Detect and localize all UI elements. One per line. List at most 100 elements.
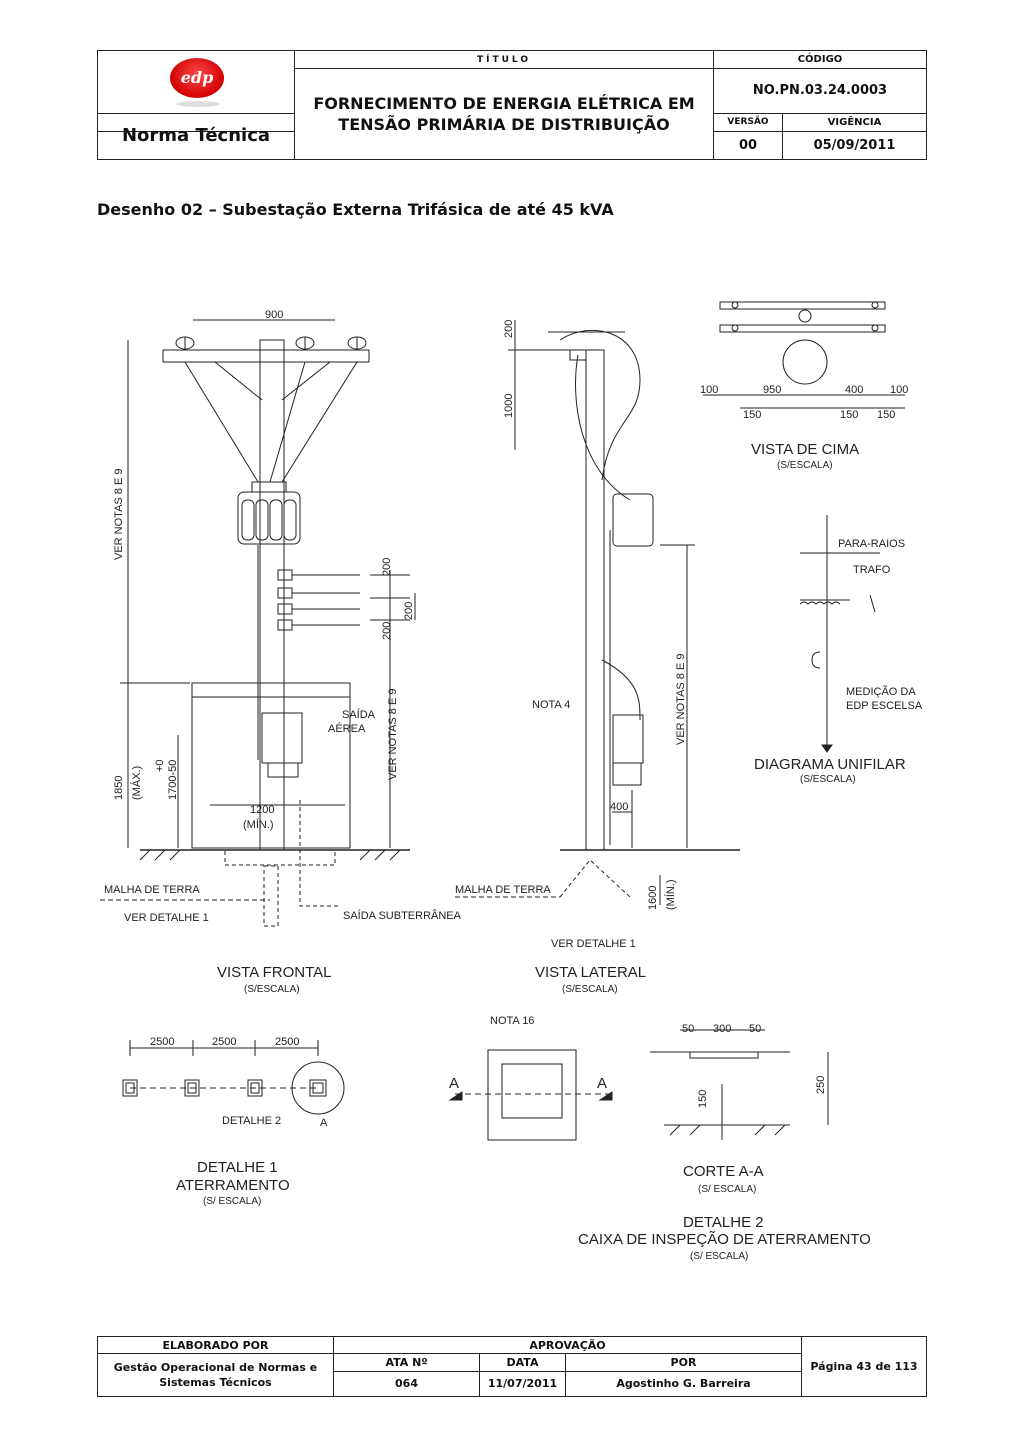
prepared-by-line-2: Sistemas Técnicos: [159, 1376, 272, 1390]
ver-notas-frontal-2: VER NOTAS 8 E 9: [387, 689, 399, 781]
date-value: 11/07/2011: [479, 1370, 566, 1398]
crossarm: [162, 349, 370, 363]
doc-type: Norma Técnica: [121, 125, 271, 146]
ata-value: 064: [333, 1370, 480, 1398]
top-dim-100-a: 100: [700, 384, 718, 396]
top-dim-400: 400: [845, 384, 863, 396]
dim-1000: 1000: [503, 394, 515, 418]
dim-200-a: 200: [381, 558, 393, 576]
logo-cell: edp Norma Técnica: [97, 50, 295, 146]
title-line-1: FORNECIMENTO DE ENERGIA ELÉTRICA EM: [313, 94, 695, 114]
document-header: edp Norma Técnica TÍTULO CÓDIGO FORNECIM…: [97, 49, 927, 161]
diagram-title: DIAGRAMA UNIFILAR: [754, 756, 906, 773]
version-value: 00: [713, 130, 783, 161]
dim-200-side: 200: [503, 320, 515, 338]
cut-a-left: A: [449, 1075, 459, 1092]
by-label: POR: [565, 1353, 802, 1372]
masonry-wall: [191, 682, 351, 849]
frontal-scale: (S/ESCALA): [244, 984, 300, 995]
ver-notas-frontal: VER NOTAS 8 E 9: [113, 469, 125, 561]
side-pole: [585, 349, 605, 851]
corte-scale: (S/ ESCALA): [698, 1184, 756, 1195]
by-value: Agostinho G. Barreira: [565, 1370, 802, 1398]
title-line-2: TENSÃO PRIMÁRIA DE DISTRIBUIÇÃO: [338, 115, 670, 135]
detalhe2-ref: DETALHE 2: [222, 1115, 281, 1127]
d1-a-label: A: [320, 1117, 328, 1129]
top-dim-950: 950: [763, 384, 781, 396]
top-dim-150-a: 150: [743, 409, 761, 421]
lateral-scale: (S/ESCALA): [562, 984, 618, 995]
medicao-1: MEDIÇÃO DA: [846, 685, 916, 698]
prepared-by-line-1: Gestão Operacional de Normas e: [113, 1361, 318, 1375]
dim-900: 900: [265, 309, 283, 321]
frontal-title: VISTA FRONTAL: [217, 964, 331, 981]
top-dim-150-c: 150: [877, 409, 895, 421]
corte-dim-50-b: 50: [749, 1023, 761, 1035]
top-title: VISTA DE CIMA: [751, 441, 859, 458]
dim-200-c: 200: [403, 602, 415, 620]
lateral-view: [455, 320, 740, 905]
prepared-by: Gestão Operacional de Normas e Sistemas …: [97, 1353, 334, 1397]
title-label: TÍTULO: [294, 49, 714, 70]
ver-notas-lateral: VER NOTAS 8 E 9: [675, 654, 687, 746]
page-number: Página 43 de 113: [801, 1336, 927, 1397]
secondary-connections: [277, 569, 360, 631]
trafo-label: TRAFO: [853, 564, 891, 576]
detail1-title2: ATERRAMENTO: [176, 1177, 290, 1194]
insulators: [175, 336, 367, 350]
saida-aerea-1: SAÍDA: [342, 708, 376, 721]
d1-dim-2500-c: 2500: [275, 1036, 299, 1048]
detail2-scale: (S/ ESCALA): [690, 1251, 748, 1262]
ver-detalhe-lateral: VER DETALHE 1: [551, 938, 636, 950]
drawing-title: Desenho 02 – Subestação Externa Trifásic…: [97, 200, 614, 219]
ver-detalhe-frontal: VER DETALHE 1: [124, 912, 209, 924]
detail1-scale: (S/ ESCALA): [203, 1196, 261, 1207]
corte-dim-50-a: 50: [682, 1023, 694, 1035]
top-transformer: [782, 339, 828, 385]
d1-dim-2500-a: 2500: [150, 1036, 174, 1048]
malha-frontal: MALHA DE TERRA: [104, 884, 200, 896]
medicao-2: EDP ESCELSA: [846, 700, 923, 712]
document-title: FORNECIMENTO DE ENERGIA ELÉTRICA EM TENS…: [294, 68, 714, 160]
d1-dim-2500-b: 2500: [212, 1036, 236, 1048]
dim-1850: 1850: [113, 776, 125, 800]
pole: [259, 339, 285, 851]
dim-1700: 1700-50: [167, 760, 179, 800]
dim-plus0: +0: [154, 759, 166, 772]
prepared-label: ELABORADO POR: [97, 1335, 334, 1355]
meter-box: [261, 712, 303, 764]
top-scale: (S/ESCALA): [777, 460, 833, 471]
frontal-view: [100, 319, 416, 927]
detail2-title2: CAIXA DE INSPEÇÃO DE ATERRAMENTO: [578, 1231, 871, 1248]
saida-subterranea: SAÍDA SUBTERRÂNEA: [343, 909, 462, 922]
cut-a-right: A: [597, 1075, 607, 1092]
min-label-frontal: (MÍN.): [243, 818, 274, 831]
max-label: (MÁX.): [130, 766, 143, 800]
dim-1200: 1200: [250, 804, 274, 816]
top-view: [703, 301, 905, 409]
dim-1600: 1600: [647, 886, 659, 910]
lateral-title: VISTA LATERAL: [535, 964, 646, 981]
edp-logo: edp: [170, 58, 224, 98]
detail2-title: DETALHE 2: [683, 1214, 764, 1231]
corte-dim-250: 250: [815, 1076, 827, 1094]
diagram-scale: (S/ESCALA): [800, 774, 856, 785]
detail2-box: [448, 1049, 615, 1141]
malha-lateral: MALHA DE TERRA: [455, 884, 551, 896]
corte-aa: [650, 1029, 829, 1140]
min-label-side: (MÍN.): [664, 879, 677, 910]
detail1-title: DETALHE 1: [197, 1159, 278, 1176]
top-dim-100-b: 100: [890, 384, 908, 396]
approval-label: APROVAÇÃO: [333, 1335, 802, 1355]
nota16: NOTA 16: [490, 1015, 534, 1027]
detail1-grounding: [122, 1040, 345, 1115]
corte-dim-300: 300: [713, 1023, 731, 1035]
dim-200-b: 200: [381, 622, 393, 640]
date-label: DATA: [479, 1353, 566, 1372]
nota4: NOTA 4: [532, 699, 570, 711]
validity-value: 05/09/2011: [782, 130, 927, 161]
document-code: NO.PN.03.24.0003: [713, 68, 927, 114]
saida-aerea-2: AÉREA: [328, 722, 366, 735]
dim-400-side: 400: [610, 801, 628, 813]
